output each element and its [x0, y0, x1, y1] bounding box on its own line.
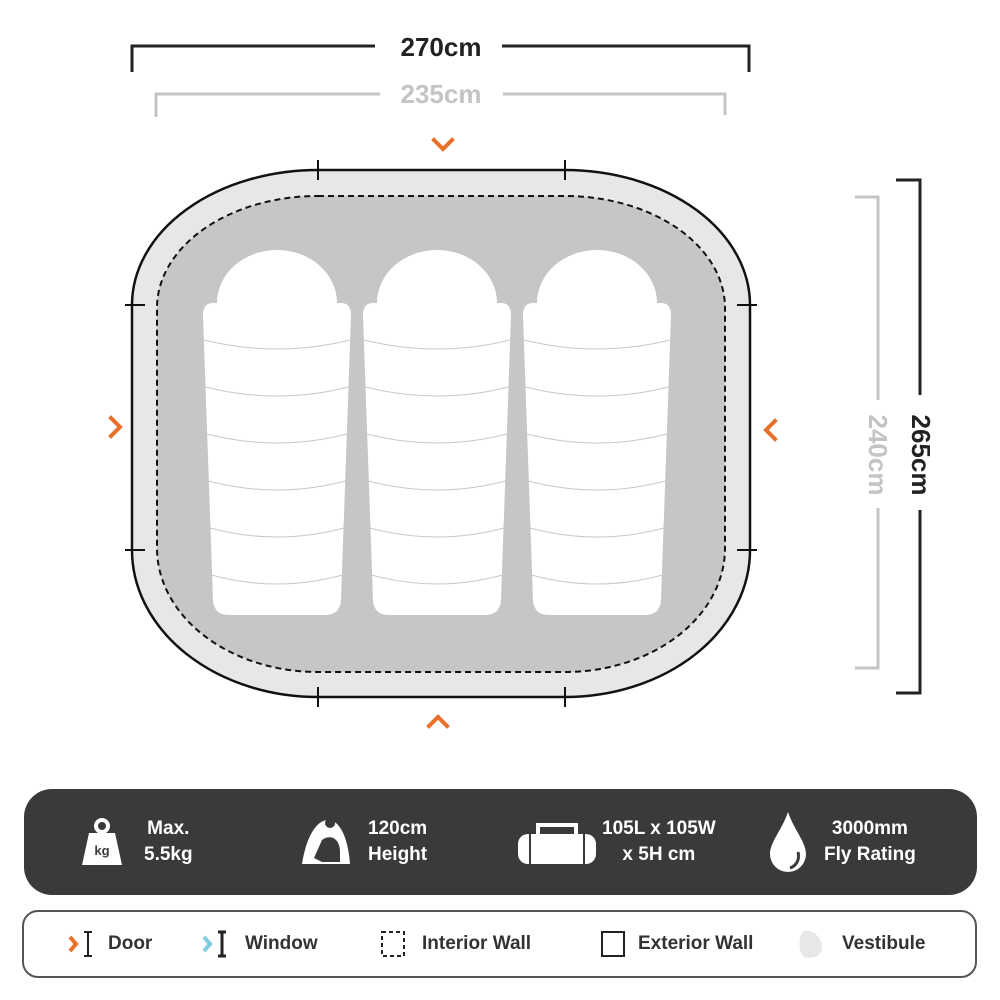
svg-text:kg: kg [94, 843, 109, 858]
legend-window: Window [200, 912, 318, 976]
interior-wall-icon [381, 931, 405, 957]
door-icon-bottom[interactable] [426, 714, 450, 729]
legend-door: Door [66, 912, 152, 976]
spec-weight-line2: 5.5kg [144, 844, 193, 865]
exterior-wall-icon [601, 931, 625, 957]
legend-vestibule-label: Vestibule [842, 933, 926, 954]
sleeping-bag [363, 249, 511, 615]
legend-exterior-wall-label: Exterior Wall [638, 933, 754, 954]
door-icon-right[interactable] [763, 418, 778, 442]
legend-exterior-wall: Exterior Wall [600, 912, 753, 976]
outer-length-label: 265cm [906, 415, 936, 496]
sleeping-bags [203, 249, 671, 615]
inner-width-dimension: 235cm [154, 79, 727, 117]
legend: Door Window Interior Wall Exterior Wall … [22, 910, 977, 978]
weight-icon: kg [82, 818, 122, 865]
spec-weight: kg Max. 5.5kg [80, 789, 193, 895]
spec-packed-line2: x 5H cm [622, 844, 696, 865]
spec-height-line1: 120cm [368, 818, 428, 839]
door-icon [68, 931, 92, 957]
sleeping-bag [523, 249, 671, 615]
water-drop-icon [770, 812, 806, 872]
legend-door-label: Door [108, 933, 153, 954]
legend-vestibule: Vestibule [796, 912, 925, 976]
spec-packed-line1: 105L x 105W [602, 818, 716, 839]
outer-width-label: 270cm [401, 32, 482, 62]
vestibule-icon [799, 930, 822, 958]
legend-interior-wall: Interior Wall [380, 912, 531, 976]
spec-fly-line1: 3000mm [831, 818, 908, 839]
legend-interior-wall-label: Interior Wall [422, 933, 532, 954]
window-icon [202, 930, 226, 958]
tent-floor-plan: 270cm 235cm 265cm 240cm [108, 32, 936, 729]
sleeping-bag [203, 249, 351, 615]
duffel-bag-icon [518, 823, 596, 864]
door-icon-top[interactable] [431, 137, 455, 152]
spec-height-line2: Height [368, 844, 428, 865]
spec-packed-size: 105L x 105W x 5H cm [516, 789, 716, 895]
spec-weight-line1: Max. [147, 818, 190, 839]
inner-length-dimension: 240cm [855, 195, 893, 670]
pole-markers [125, 160, 757, 707]
outer-length-dimension: 265cm [896, 178, 936, 695]
inner-width-label: 235cm [401, 79, 482, 109]
legend-window-label: Window [245, 933, 318, 954]
tent-height-icon [302, 818, 350, 864]
outer-width-dimension: 270cm [130, 32, 751, 72]
spec-fly-line2: Fly Rating [824, 844, 916, 865]
door-icon-left[interactable] [108, 415, 123, 439]
inner-length-label: 240cm [863, 415, 893, 496]
